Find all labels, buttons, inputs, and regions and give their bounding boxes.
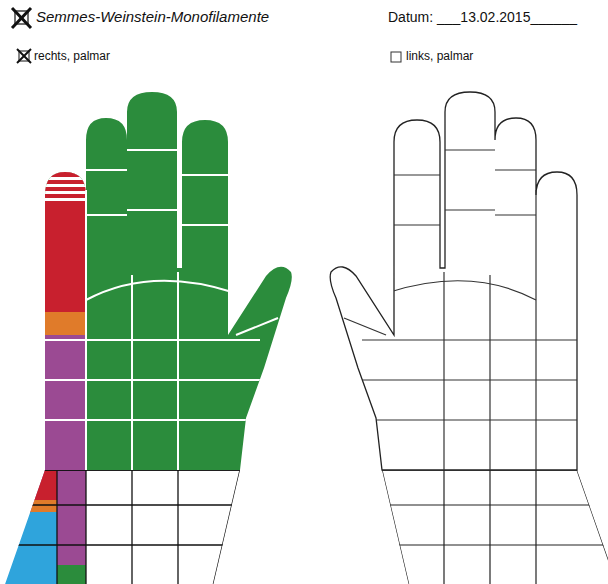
hand-left-palmar <box>330 92 608 584</box>
grid-lines <box>0 470 250 584</box>
sensory-zones <box>0 160 86 584</box>
hand-right-palmar <box>0 92 292 584</box>
form-title: Semmes-Weinstein-Monofilamente <box>36 8 269 26</box>
checkbox-label: rechts, palmar <box>34 49 110 63</box>
checkbox <box>391 52 401 62</box>
grid-lines <box>40 150 278 470</box>
checkbox <box>12 8 31 28</box>
date-field: Datum: ___13.02.2015______ <box>388 9 577 26</box>
checkbox <box>17 49 31 63</box>
checkbox-label: links, palmar <box>406 49 473 63</box>
